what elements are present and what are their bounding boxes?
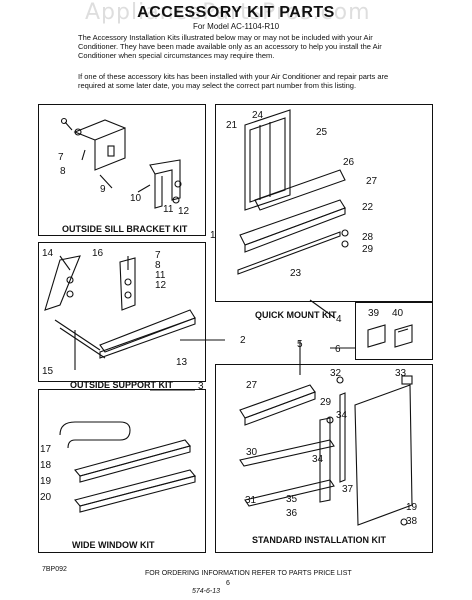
callout-2: 2 [240,335,246,346]
callout-22: 22 [362,202,374,213]
intro-paragraph-1: The Accessory Installation Kits illustra… [78,33,382,60]
callout-19b: 19 [406,502,418,513]
callout-39: 39 [368,308,380,319]
callout-26: 26 [343,157,355,168]
callout-12: 12 [178,206,190,217]
callout-5: 5 [297,339,303,350]
callout-7: 7 [58,152,64,163]
sill-bracket-drawing [60,117,182,209]
callout-15: 15 [42,366,54,377]
callout-4: 4 [336,314,342,325]
callout-32: 32 [330,368,342,379]
callout-16: 16 [92,248,104,259]
callout-31: 31 [245,495,257,506]
clips-drawing [367,324,413,348]
callout-24: 24 [252,110,264,121]
standard-installation-kit-label: STANDARD INSTALLATION KIT [252,535,386,545]
quick-mount-drawing [237,109,349,319]
outside-support-kit-panel [38,242,206,382]
standard-installation-kit-panel [215,364,433,553]
callout-23: 23 [290,268,302,279]
callout-17: 17 [40,444,52,455]
callout-10: 10 [130,193,142,204]
callout-13: 13 [176,357,188,368]
callout-25: 25 [316,127,328,138]
callout-14: 14 [42,248,54,259]
page-title: ACCESSORY KIT PARTS [137,4,335,21]
callout-35: 35 [286,494,298,505]
outside-sill-bracket-kit-label: OUTSIDE SILL BRACKET KIT [62,224,188,234]
page-number: 6 [226,580,230,587]
callout-27b: 27 [246,380,258,391]
callout-21: 21 [226,120,238,131]
callout-33: 33 [395,368,407,379]
outside-support-kit-label: OUTSIDE SUPPORT KIT [70,380,174,390]
standard-installation-drawing [239,340,413,526]
callout-28: 28 [362,232,374,243]
callout-20: 20 [40,492,52,503]
callout-3: 3 [198,381,204,392]
callout-37: 37 [342,484,354,495]
callout-12b: 12 [155,280,167,291]
quick-mount-kit-panel [215,104,433,302]
callout-27: 27 [366,176,378,187]
wide-window-drawing [59,389,196,513]
callout-34: 34 [336,410,348,421]
callout-8b: 8 [155,260,161,271]
outside-support-drawing [44,255,225,370]
quick-mount-kit-label: QUICK MOUNT KIT [255,310,337,320]
ordering-info: FOR ORDERING INFORMATION REFER TO PARTS … [145,570,352,577]
callout-1: 1 [210,230,216,241]
outside-sill-bracket-kit-panel [38,104,206,236]
callout-19: 19 [40,476,52,487]
stamp-code: 574-6-13 [192,588,221,595]
callout-40: 40 [392,308,404,319]
callout-numbers: 7 8 9 10 11 12 1 14 16 7 8 11 12 15 13 2… [40,110,418,527]
callout-29: 29 [362,244,374,255]
intro-paragraph-2: If one of these accessory kits has been … [78,72,389,90]
wide-window-kit-panel [38,389,206,553]
callout-38: 38 [406,516,418,527]
callout-6: 6 [335,344,341,355]
wide-window-kit-label: WIDE WINDOW KIT [72,540,155,550]
callout-9: 9 [100,184,106,195]
callout-11b: 11 [155,270,166,281]
document-code: 7BP092 [42,566,67,573]
watermark: AppliancePartsPros.com [85,0,371,25]
callout-36: 36 [286,508,298,519]
callout-8: 8 [60,166,66,177]
callout-29b: 29 [320,397,332,408]
callout-30: 30 [246,447,258,458]
callout-11: 11 [163,204,174,215]
callout-18: 18 [40,460,52,471]
callout-7b: 7 [155,250,161,261]
quick-mount-extra-panel [355,302,433,360]
page-subtitle: For Model AC-1104-R10 [192,22,280,31]
callout-34b: 34 [312,454,324,465]
